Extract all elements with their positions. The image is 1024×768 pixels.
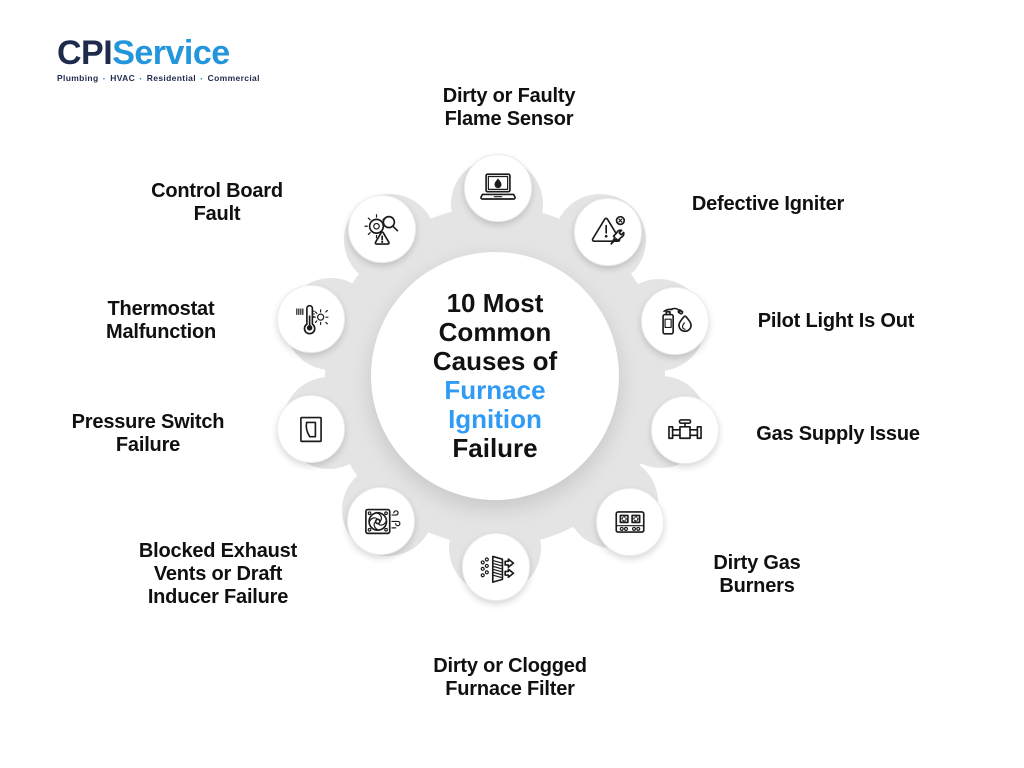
tagline-dot: · bbox=[102, 74, 107, 85]
logo-wordmark: CPIService bbox=[57, 36, 260, 70]
warning-wrench-icon bbox=[586, 210, 630, 254]
node-furnace-filter bbox=[462, 533, 530, 601]
logo: CPIService Plumbing·HVAC·Residential·Com… bbox=[57, 36, 260, 85]
cause-label-defective-igniter: Defective Igniter bbox=[691, 193, 845, 215]
tagline-item: HVAC bbox=[110, 73, 136, 83]
cause-label-thermostat: Thermostat Malfunction bbox=[105, 298, 216, 343]
node-gas-supply bbox=[651, 396, 719, 464]
center-title-accent: Furnace Ignition bbox=[444, 375, 546, 434]
cause-label-gas-burners: Dirty Gas Burners bbox=[713, 552, 801, 597]
inducer-fan-icon bbox=[359, 499, 403, 543]
tagline-item: Residential bbox=[146, 73, 196, 83]
gear-magnifier-warning-icon bbox=[360, 207, 404, 251]
tagline-item: Commercial bbox=[207, 73, 260, 83]
node-thermostat bbox=[277, 285, 345, 353]
cause-label-gas-supply: Gas Supply Issue bbox=[756, 423, 920, 445]
node-flame-sensor bbox=[464, 154, 532, 222]
stove-burners-icon bbox=[608, 500, 652, 544]
cause-label-furnace-filter: Dirty or Clogged Furnace Filter bbox=[433, 655, 587, 700]
cause-label-control-board: Control Board Fault bbox=[151, 180, 283, 225]
tagline-dot: · bbox=[199, 74, 204, 85]
node-dirty-gas-burners bbox=[596, 488, 664, 556]
node-pressure-switch bbox=[277, 395, 345, 463]
node-control-board bbox=[348, 195, 416, 263]
air-filter-icon bbox=[474, 545, 518, 589]
center-title-top: 10 Most Common Causes of bbox=[432, 288, 558, 376]
tagline-item: Plumbing bbox=[57, 73, 99, 83]
logo-brand-secondary: Service bbox=[112, 34, 230, 72]
center-circle: 10 Most Common Causes of Furnace Ignitio… bbox=[371, 252, 619, 500]
node-blocked-exhaust bbox=[347, 487, 415, 555]
cause-label-pilot-light: Pilot Light Is Out bbox=[757, 310, 915, 332]
center-title-bottom: Failure bbox=[452, 433, 538, 463]
node-defective-igniter bbox=[574, 198, 642, 266]
gas-valve-icon bbox=[663, 408, 707, 452]
cause-label-blocked-exhaust: Blocked Exhaust Vents or Draft Inducer F… bbox=[138, 540, 298, 608]
rocker-switch-icon bbox=[289, 407, 333, 451]
laptop-flame-sensor-icon bbox=[476, 166, 520, 210]
cause-label-flame-sensor: Dirty or Faulty Flame Sensor bbox=[442, 85, 576, 130]
cause-label-pressure-switch: Pressure Switch Failure bbox=[71, 411, 225, 456]
thermometer-sun-icon bbox=[289, 297, 333, 341]
tagline-dot: · bbox=[139, 74, 143, 85]
node-pilot-light bbox=[641, 287, 709, 355]
extinguisher-flame-icon bbox=[653, 299, 697, 343]
logo-tagline: Plumbing·HVAC·Residential·Commercial bbox=[57, 73, 260, 85]
logo-brand-primary: CPI bbox=[57, 34, 113, 72]
